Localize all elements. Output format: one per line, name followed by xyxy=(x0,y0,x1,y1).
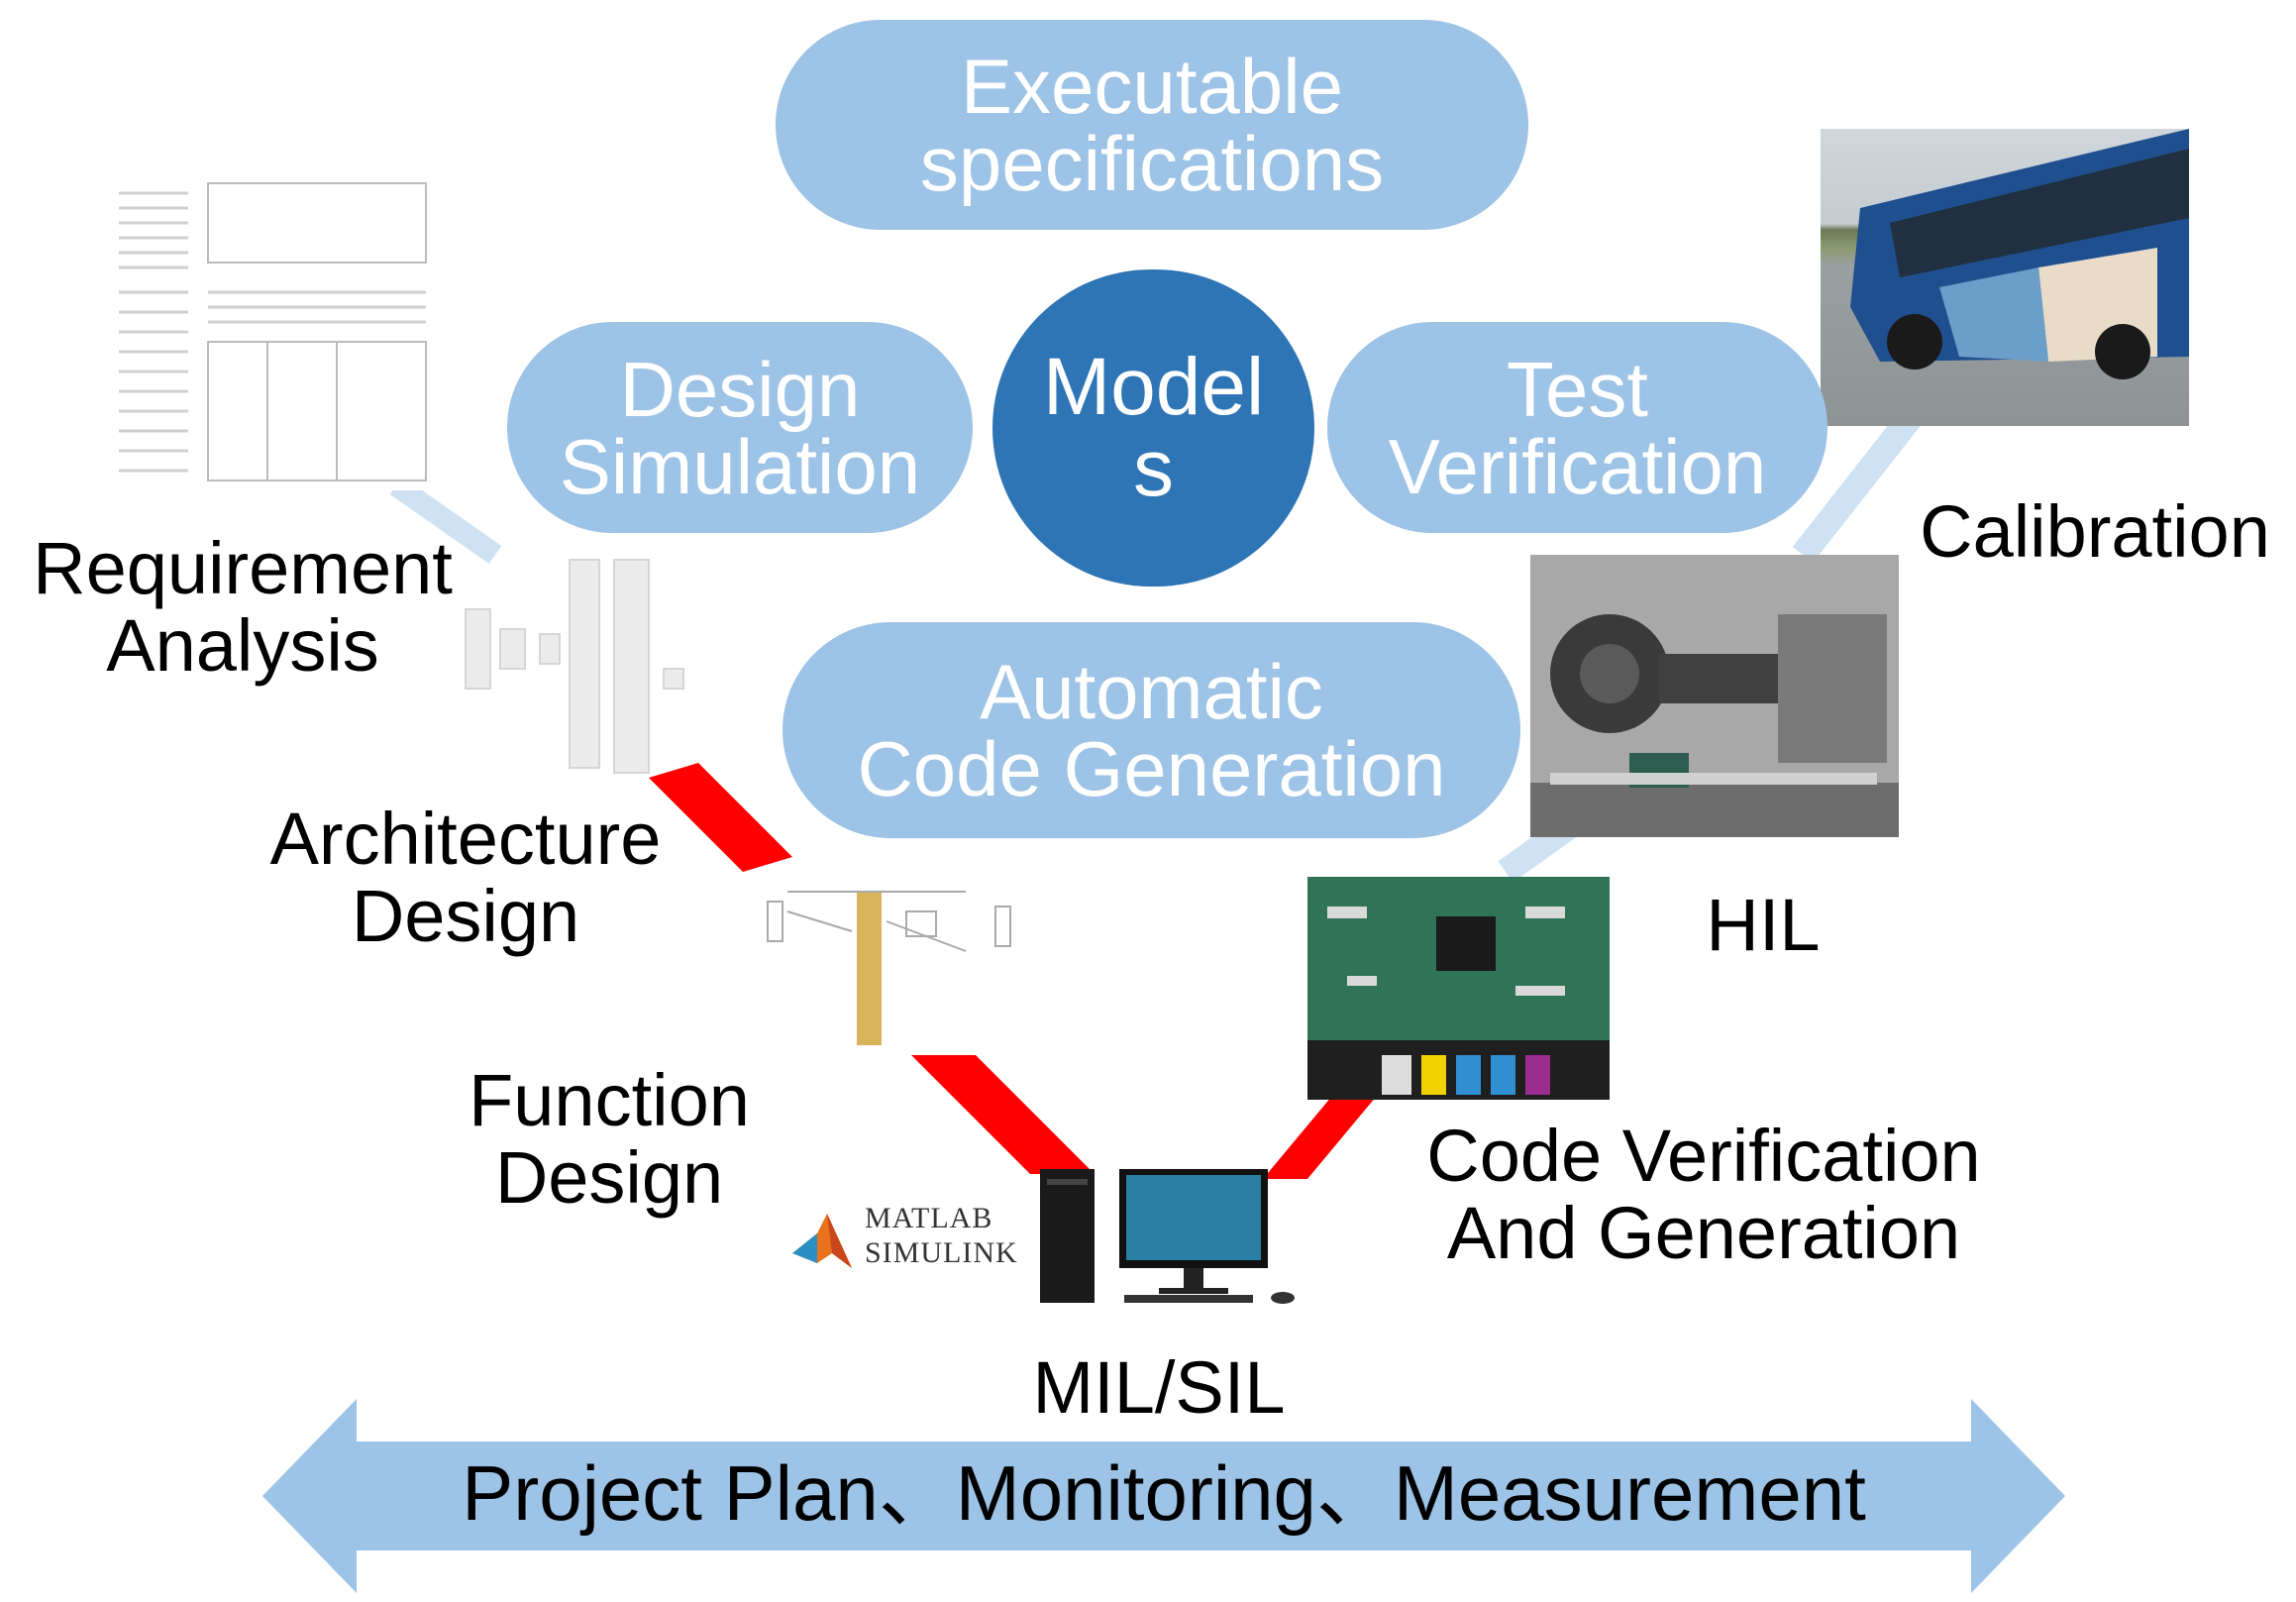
red-arrow-code xyxy=(1263,1090,1382,1179)
red-arrow-architecture xyxy=(649,763,792,872)
ecu-board-photo xyxy=(1307,877,1610,1100)
connector-calibration xyxy=(1792,407,1923,564)
function-design-image xyxy=(758,862,1015,1050)
design-simulation-line1: Design xyxy=(619,345,861,433)
simulink-text: SIMULINK xyxy=(865,1235,1018,1269)
test-verification-line2: Verification xyxy=(1388,422,1767,510)
function-design-label: Function Design xyxy=(416,1062,802,1216)
code-verification-line2: And Generation xyxy=(1446,1191,1961,1274)
function-design-line1: Function xyxy=(469,1059,750,1141)
requirement-analysis-line2: Analysis xyxy=(106,603,379,687)
design-simulation-pill: Design Simulation xyxy=(507,322,973,533)
test-verification-line1: Test xyxy=(1506,345,1649,433)
requirement-analysis-line1: Requirement xyxy=(33,527,453,609)
executable-specifications-line2: specifications xyxy=(919,120,1385,207)
code-verification-line1: Code Verification xyxy=(1426,1115,1981,1197)
hil-test-bench-photo xyxy=(1530,555,1899,837)
computer-image xyxy=(1035,1164,1303,1308)
matlab-membrane-icon xyxy=(792,1214,852,1268)
bus-photo xyxy=(1821,129,2189,426)
architecture-design-line2: Design xyxy=(351,874,580,957)
models-line2: s xyxy=(1133,423,1174,513)
code-verification-label: Code Verification And Generation xyxy=(1367,1118,2040,1271)
matlab-text: MATLAB xyxy=(865,1202,993,1234)
red-arrow-function xyxy=(911,1055,1095,1174)
matlab-simulink-logo: MATLAB SIMULINK xyxy=(787,1194,1025,1283)
automatic-code-generation-line2: Code Generation xyxy=(857,725,1446,812)
calibration-label: Calibration xyxy=(1920,490,2270,573)
automatic-code-generation-pill: Automatic Code Generation xyxy=(783,622,1520,838)
requirement-document-image xyxy=(109,173,436,490)
connector-requirement xyxy=(389,476,502,565)
hil-label: HIL xyxy=(1706,884,1821,966)
executable-specifications-line1: Executable xyxy=(961,43,1343,130)
test-verification-pill: Test Verification xyxy=(1327,322,1827,533)
requirement-analysis-label: Requirement Analysis xyxy=(10,530,475,684)
automatic-code-generation-line1: Automatic xyxy=(980,648,1323,735)
architecture-diagram-image xyxy=(456,550,693,778)
design-simulation-line2: Simulation xyxy=(559,422,921,510)
architecture-design-label: Architecture Design xyxy=(238,801,693,954)
bottom-double-arrow xyxy=(262,1399,2065,1593)
bottom-arrow-label: Project Plan、Monitoring、Measurement xyxy=(462,1449,1866,1537)
architecture-design-line1: Architecture xyxy=(269,798,662,880)
executable-specifications-pill: Executable specifications xyxy=(776,20,1528,230)
models-center-circle: Model s xyxy=(992,269,1314,587)
models-line1: Model xyxy=(1042,342,1265,432)
function-design-line2: Design xyxy=(494,1135,724,1219)
mil-sil-label: MIL/SIL xyxy=(1032,1346,1286,1429)
